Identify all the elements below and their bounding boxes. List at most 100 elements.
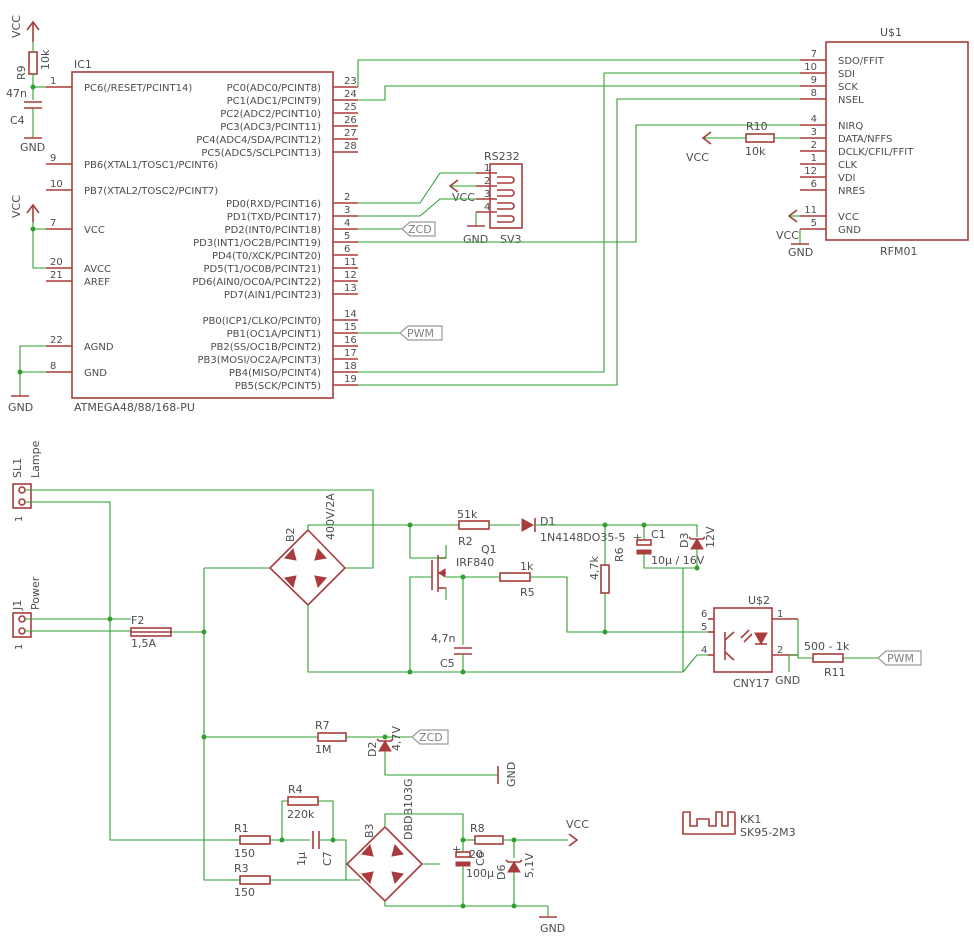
- ic1-pin-number: 1: [50, 76, 56, 87]
- d6-value: 5,1V: [523, 853, 536, 878]
- ic1-pin-name: PC3(ADC3/PCINT11): [220, 122, 321, 133]
- rfm01-pin-name: NRES: [838, 186, 865, 197]
- r7-value: 1M: [315, 743, 332, 756]
- ic1-left-pins: 1PC6(/RESET/PCINT14)9PB6(XTAL1/TOSC1/PCI…: [50, 76, 218, 379]
- vcc-supply-avcc: VCC: [10, 195, 40, 222]
- ic1-pin-number: 4: [344, 218, 350, 229]
- r6[interactable]: 4,7k R6: [588, 547, 626, 594]
- ic1-pin-number: 16: [344, 335, 357, 346]
- ic1-pin-name: PB7(XTAL2/TOSC2/PCINT7): [84, 186, 218, 197]
- ic1-name: IC1: [74, 58, 92, 71]
- d3-zener[interactable]: D3 12V: [678, 526, 717, 550]
- ic1-pin-number: 7: [50, 218, 56, 229]
- r5-name: R5: [520, 586, 535, 599]
- rfm01-module[interactable]: U$1 RFM01 7SDO/FFIT10SDI9SCK8NSEL4NIRQ3D…: [800, 26, 969, 258]
- d1-diode[interactable]: D1 1N4148DO35-5: [521, 515, 625, 544]
- b3-value: DBDB103G: [402, 778, 415, 840]
- r4[interactable]: R4 220k: [287, 783, 319, 821]
- r1-value: 150: [234, 847, 255, 860]
- rs232-connector[interactable]: RS232 SV3 1 2 3 4: [476, 150, 523, 246]
- gnd-symbol-ic1: GND: [8, 395, 33, 414]
- ic1-right-pins: 23PC0(ADC0/PCINT8)24PC1(ADC1/PCINT9)25PC…: [192, 76, 356, 392]
- r9-name: R9: [15, 65, 28, 80]
- svg-text:GND: GND: [505, 762, 518, 787]
- rfm01-pins: 7SDO/FFIT10SDI9SCK8NSEL4NIRQ3DATA/NFFS2D…: [804, 49, 914, 236]
- r6-name: R6: [613, 547, 626, 562]
- gnd-symbol-d2: GND: [497, 762, 518, 787]
- r1[interactable]: R1 150: [234, 822, 271, 860]
- u2-name: U$2: [748, 594, 770, 607]
- ic1-pin-name: PD2(INT0/PCINT18): [225, 225, 322, 236]
- r10[interactable]: R10 10k: [703, 120, 800, 158]
- ic1-pin-name: PD4(T0/XCK/PCINT20): [212, 251, 321, 262]
- ic1-pin-number: 9: [50, 153, 56, 164]
- j1-power-connector[interactable]: J1 Power 1: [11, 576, 42, 650]
- r9[interactable]: R9 10k: [15, 42, 52, 100]
- b3-bridge-rectifier[interactable]: B3 DBDB103G: [345, 778, 424, 903]
- d6-zener[interactable]: D6 5,1V: [495, 853, 536, 880]
- r8[interactable]: R8: [470, 822, 504, 845]
- c7-capacitor[interactable]: 1µ C7: [295, 831, 334, 866]
- sl1-lamp-connector[interactable]: SL1 Lampe 1: [11, 440, 42, 522]
- c4-name: C4: [10, 114, 25, 127]
- svg-text:VCC: VCC: [10, 195, 23, 218]
- svg-text:GND: GND: [540, 922, 565, 935]
- c5-capacitor[interactable]: 4,7n C5: [431, 632, 472, 670]
- ic1-pin-name: PB1(OC1A/PCINT1): [227, 329, 321, 340]
- svg-text:PWM: PWM: [407, 327, 434, 340]
- ic1[interactable]: IC1 ATMEGA48/88/168-PU 1PC6(/RESET/PCINT…: [46, 58, 358, 414]
- sl1-value: Lampe: [29, 440, 42, 478]
- ic1-pin-number: 14: [344, 309, 357, 320]
- ic1-pin-number: 20: [50, 257, 63, 268]
- c4[interactable]: 47n C4: [6, 87, 42, 138]
- r11[interactable]: 500 - 1k R11: [804, 640, 850, 679]
- kk1-heatsink[interactable]: KK1 SK95-2M3: [682, 811, 796, 839]
- zcd-tag-ic: ZCD: [401, 221, 436, 237]
- f2-fuse[interactable]: F2 1,5A: [130, 614, 172, 650]
- svg-text:ZCD: ZCD: [419, 731, 443, 744]
- zcd-tag-power: ZCD: [411, 729, 449, 745]
- rfm01-pin-name: NSEL: [838, 95, 864, 106]
- svg-text:GND: GND: [463, 233, 488, 246]
- gnd-symbol-c4: GND: [20, 137, 45, 154]
- svg-text:GND: GND: [8, 401, 33, 414]
- svg-text:5: 5: [701, 622, 707, 633]
- j1-name: J1: [11, 600, 24, 611]
- rfm01-pin-name: CLK: [838, 160, 858, 171]
- ic1-pin-number: 10: [50, 179, 63, 190]
- b3-name: B3: [363, 823, 376, 838]
- sl1-name: SL1: [11, 458, 24, 478]
- rfm01-pin-number: 7: [811, 49, 817, 60]
- rfm01-pin-number: 3: [811, 127, 817, 138]
- r5[interactable]: 1k R5: [499, 560, 535, 599]
- r6-value: 4,7k: [588, 556, 601, 580]
- ic1-pin-number: 25: [344, 102, 357, 113]
- ic1-pin-name: PB4(MISO/PCINT4): [229, 368, 321, 379]
- ic1-pin-name: PB3(MOSI/OC2A/PCINT3): [197, 355, 321, 366]
- r2[interactable]: 51k R2: [457, 508, 490, 548]
- ic1-pin-name: PC4(ADC4/SDA/PCINT12): [196, 135, 321, 146]
- b2-name: B2: [284, 527, 297, 542]
- r4-value: 220k: [287, 808, 315, 821]
- rfm01-pin-number: 4: [811, 114, 817, 125]
- u2-optocoupler[interactable]: U$2 CNY17 6 5 4 1 2: [701, 594, 798, 690]
- gnd-symbol-power: GND: [539, 916, 565, 935]
- gnd-symbol-rfm: GND: [788, 243, 813, 259]
- ic1-pin-number: 28: [344, 141, 357, 152]
- d2-zener[interactable]: D2 4,7V: [366, 726, 403, 757]
- b2-bridge-rectifier[interactable]: B2 400V/2A: [268, 493, 347, 607]
- pwm-tag-power: PWM: [877, 650, 922, 666]
- r4-name: R4: [288, 783, 303, 796]
- c6-capacitor[interactable]: + 20 C6 100µ: [452, 843, 494, 880]
- ic1-pin-name: PB5(SCK/PCINT5): [235, 381, 321, 392]
- q1-mosfet[interactable]: Q1 IRF840: [431, 543, 497, 592]
- r7[interactable]: R7 1M: [315, 719, 347, 756]
- rs232-name: SV3: [500, 233, 522, 246]
- ic1-pin-number: 24: [344, 89, 357, 100]
- svg-text:2: 2: [484, 176, 490, 187]
- c1-capacitor[interactable]: + C1 10µ / 16V: [633, 528, 705, 567]
- svg-text:GND: GND: [20, 141, 45, 154]
- r11-value: 500 - 1k: [804, 640, 850, 653]
- kk1-value: SK95-2M3: [740, 826, 796, 839]
